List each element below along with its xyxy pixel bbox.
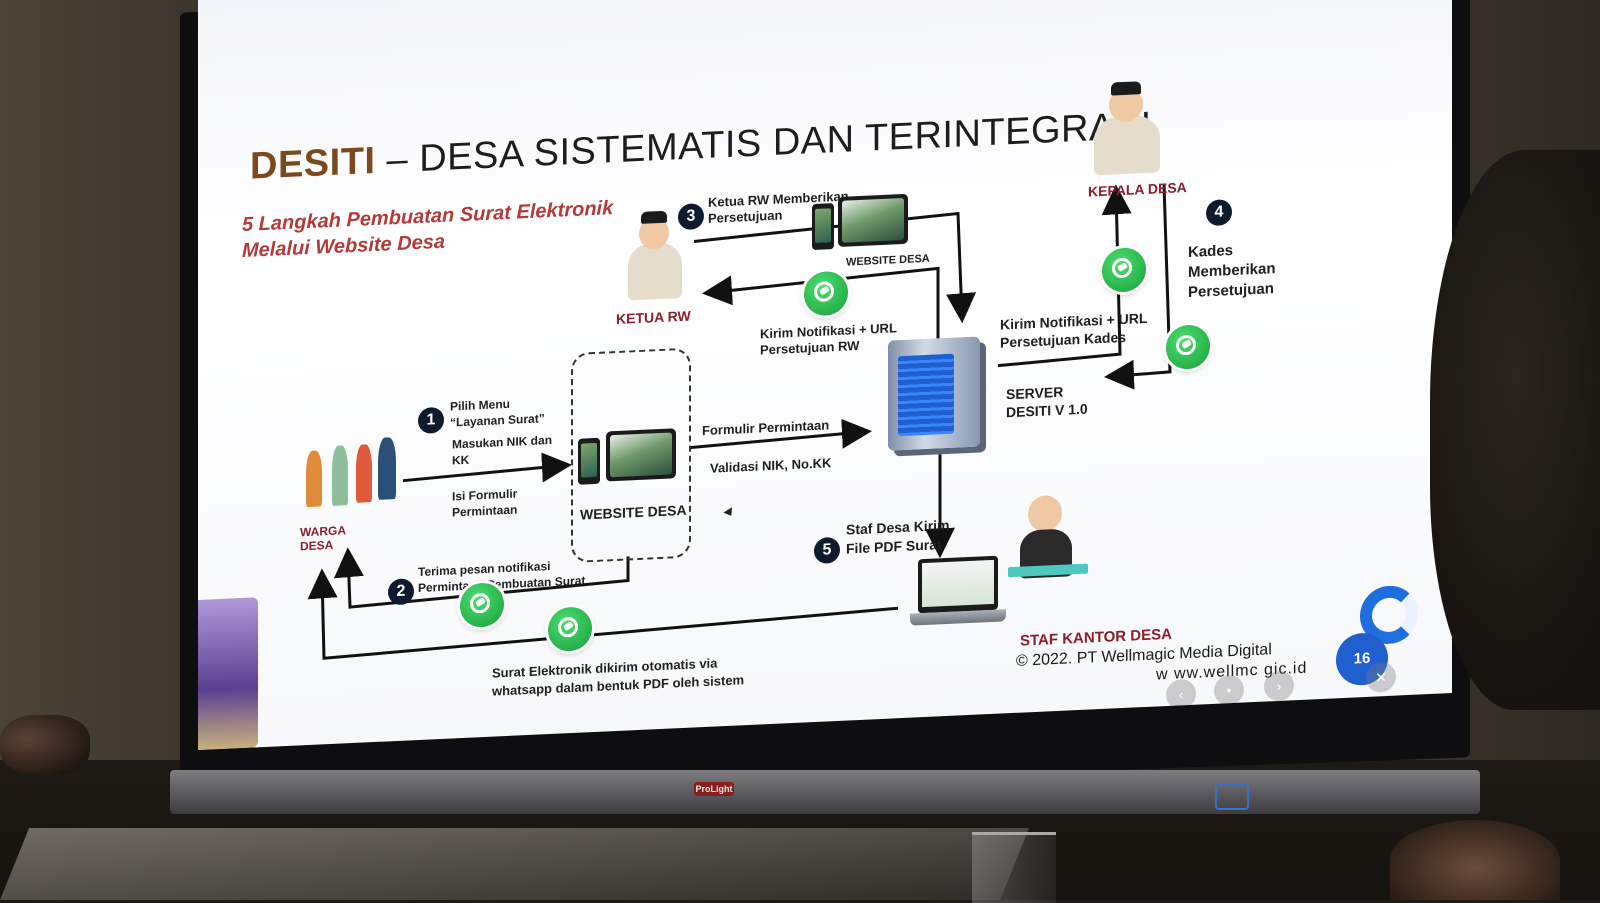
flow-arrows [307,184,1172,660]
audience-hand-right [1390,820,1560,900]
phone-icon [812,203,834,251]
side-thumbnail-image [198,597,258,750]
audience-hand-left [0,715,90,775]
kepala-desa-cap [1111,81,1141,96]
arrow-server-to-kades [997,184,1132,368]
warga-figure-3 [356,444,372,503]
server-icon [888,336,980,451]
notif-kades-text: Kirim Notifikasi + URL Persetujuan Kades [1000,309,1148,351]
monitor-stand [170,770,1480,814]
desk-surface [0,828,1030,900]
ketua-rw-figure [628,242,682,301]
masukan-nik-text: Masukan NIK dan KK [452,432,553,468]
warga-figure-4 [378,437,396,500]
step-1-text: Pilih Menu “Layanan Surat” [450,396,545,430]
warga-figure-1 [306,450,322,508]
arrow-website-to-server [689,418,872,450]
laptop-icon [910,555,1006,629]
left-wall [0,0,210,760]
phone-icon [578,437,600,485]
audience-person [1430,150,1600,710]
arrow-pdf-to-warga [307,568,899,660]
ketua-rw-cap [641,210,667,224]
power-button[interactable] [1215,784,1249,810]
tablet-icon [838,193,908,247]
server-label: SERVER DESITI V 1.0 [1006,383,1088,421]
brand-logo: ProLight [694,782,734,796]
arrow-warga-to-website [402,452,572,483]
kepala-desa-figure [1094,114,1160,176]
ketua-rw-label: KETUA RW [616,307,691,328]
warga-desa-label: WARGA DESA [300,523,346,554]
isi-formulir-text: Isi Formulir Permintaan [452,486,518,520]
warga-figure-2 [332,445,348,506]
drinking-glass [972,832,1056,903]
arrow-rw-approval [693,211,977,324]
step-5-text: Staf Desa Kirim File PDF Surat [846,516,950,557]
presentation-slide: DESITI – DESA SISTEMATIS DAN TERINTEGRAS… [198,0,1452,750]
step-4-text: Kades Memberikan Persetujuan [1188,241,1276,302]
arrow-server-to-rw [702,266,940,339]
tablet-icon [606,428,676,482]
arrow-kades-approval [1104,184,1172,390]
